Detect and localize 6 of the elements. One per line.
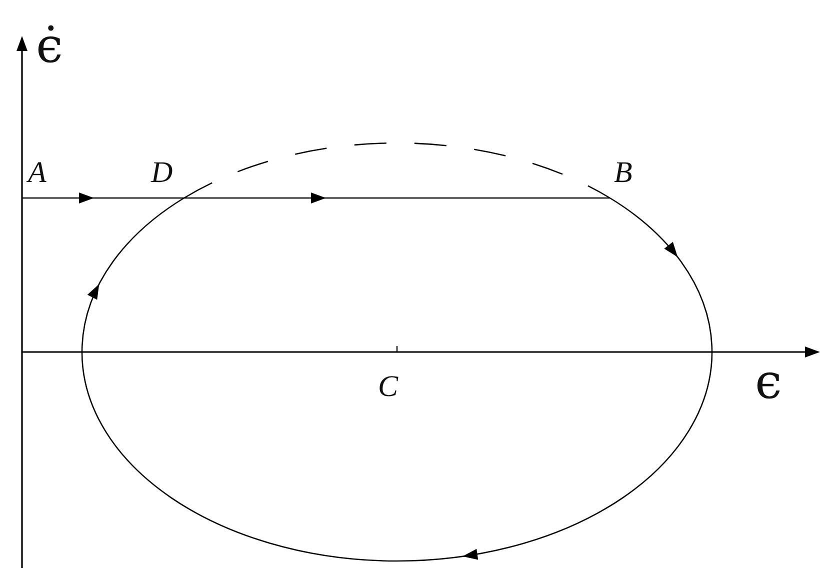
point-label: C bbox=[378, 372, 398, 402]
point-label: D bbox=[151, 158, 173, 188]
point-label: B bbox=[614, 158, 632, 188]
axis-label: ϵ bbox=[755, 358, 782, 406]
point-label: A bbox=[28, 158, 46, 188]
axis-label: ϵ̇ bbox=[36, 22, 63, 70]
